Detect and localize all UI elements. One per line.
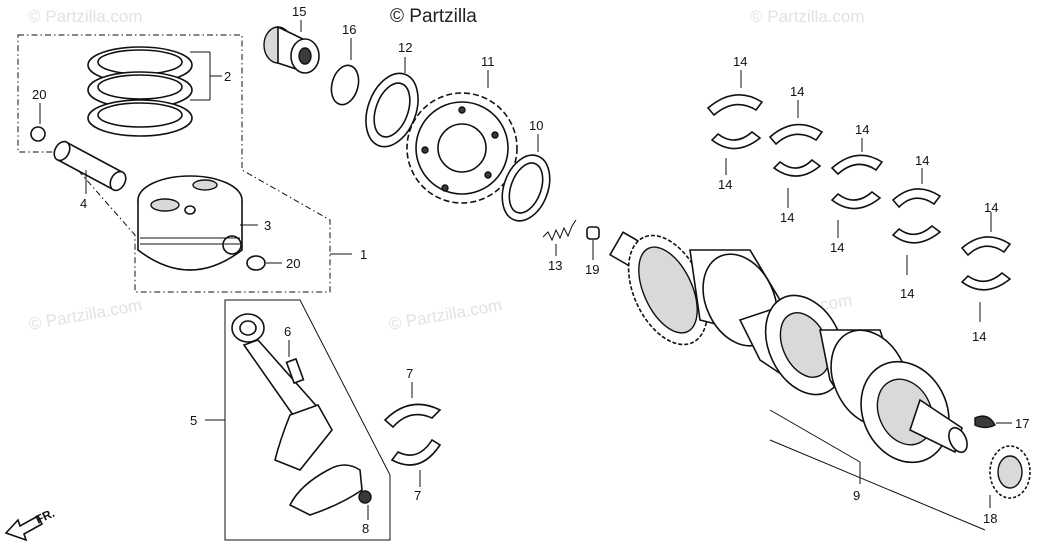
connecting-rod: [231, 313, 372, 516]
snap-ring: [330, 64, 360, 106]
conrod-group-outline: [224, 299, 391, 541]
piston-pin-clip: [246, 255, 266, 271]
callout-14[interactable]: 14: [855, 122, 869, 137]
side-washer: [501, 154, 551, 222]
callout-6[interactable]: 6: [284, 324, 291, 339]
callout-10[interactable]: 10: [529, 118, 543, 133]
callout-12[interactable]: 12: [398, 40, 412, 55]
callout-2[interactable]: 2: [224, 69, 231, 84]
crankshaft: [608, 231, 968, 464]
callout-7[interactable]: 7: [406, 366, 413, 381]
callout-5[interactable]: 5: [190, 413, 197, 428]
callout-14[interactable]: 14: [733, 54, 747, 69]
main-bearings: [706, 94, 1012, 291]
woodruff-key: [974, 415, 996, 429]
callout-7[interactable]: 7: [414, 488, 421, 503]
watermark: © Partzilla.com: [750, 7, 865, 26]
callout-19[interactable]: 19: [585, 262, 599, 277]
callout-14[interactable]: 14: [718, 177, 732, 192]
callout-9[interactable]: 9: [853, 488, 860, 503]
needle-bearing: [263, 25, 320, 74]
watermark: © Partzilla.com: [27, 295, 143, 334]
callout-3[interactable]: 3: [264, 218, 271, 233]
callout-14[interactable]: 14: [900, 286, 914, 301]
callout-14[interactable]: 14: [780, 210, 794, 225]
callout-11[interactable]: 11: [481, 54, 495, 69]
callout-20[interactable]: 20: [32, 87, 46, 102]
watermark: © Partzilla.com: [28, 7, 143, 26]
callout-14[interactable]: 14: [984, 200, 998, 215]
callout-14[interactable]: 14: [915, 153, 929, 168]
callout-15[interactable]: 15: [292, 4, 306, 19]
thrust-washer: [365, 72, 419, 148]
primary-gear: [406, 92, 518, 204]
front-label: FR.: [33, 506, 56, 527]
callout-13[interactable]: 13: [548, 258, 562, 273]
piston-pin: [53, 140, 127, 192]
piston-rings: [87, 46, 193, 137]
callout-8[interactable]: 8: [362, 521, 369, 536]
crank-gear-bearing: [989, 445, 1031, 499]
callout-4[interactable]: 4: [80, 196, 87, 211]
callout-16[interactable]: 16: [342, 22, 356, 37]
spring: [542, 219, 577, 242]
callout-14[interactable]: 14: [790, 84, 804, 99]
callout-17[interactable]: 17: [1015, 416, 1029, 431]
callout-1[interactable]: 1: [360, 247, 367, 262]
piston: [137, 175, 243, 271]
rod-bearings: [383, 403, 442, 466]
dowel-pin: [586, 226, 600, 240]
callout-18[interactable]: 18: [983, 511, 997, 526]
callout-14[interactable]: 14: [830, 240, 844, 255]
callout-20[interactable]: 20: [286, 256, 300, 271]
front-direction-arrow: FR.: [4, 506, 57, 542]
piston-pin-clip: [30, 126, 46, 142]
watermark: © Partzilla.com: [387, 295, 503, 334]
watermark-top: © Partzilla: [390, 6, 477, 27]
callout-14[interactable]: 14: [972, 329, 986, 344]
